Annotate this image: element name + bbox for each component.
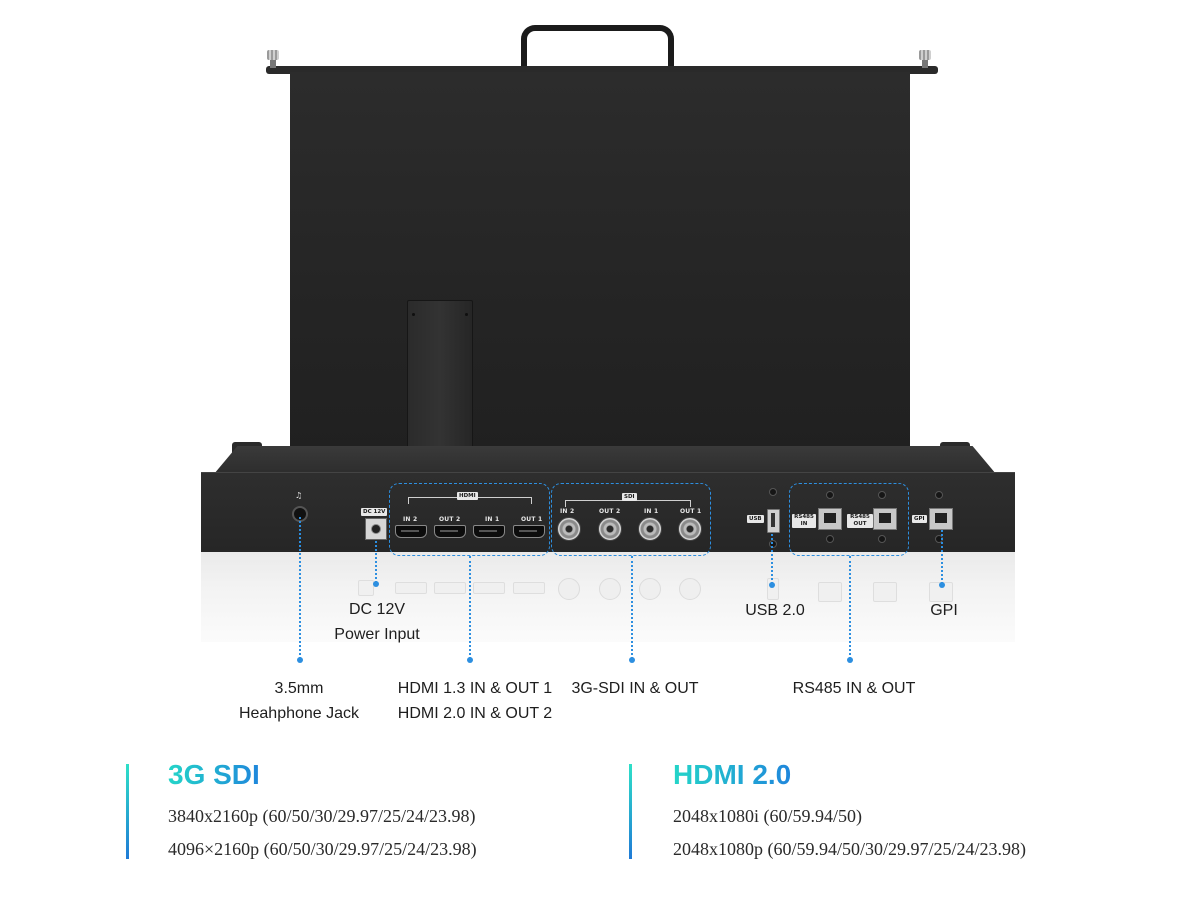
dc-power-caption: DC 12V Power Input [312, 597, 442, 647]
gpi-leader [941, 530, 943, 584]
spec-title: HDMI 2.0 [673, 759, 792, 790]
sdi-port-label: OUT 2 [599, 508, 621, 515]
usb-caption: USB 2.0 [725, 598, 825, 623]
caption-line: Heahphone Jack [238, 705, 360, 722]
headphone-icon: ♫ [295, 491, 303, 500]
caption-line: USB 2.0 [745, 602, 805, 619]
rs485-leader [849, 556, 851, 659]
caption-line: GPI [930, 602, 958, 619]
spec-title: 3G SDI [168, 759, 260, 790]
screw [769, 488, 777, 496]
usb-label: USB [747, 515, 764, 523]
caption-line: HDMI 2.0 IN & OUT 2 [397, 705, 553, 722]
caption-line: RS485 IN & OUT [792, 680, 916, 697]
dc-leader-dot [373, 581, 379, 587]
thumbscrew-right [918, 50, 932, 70]
hdmi-caption: HDMI 1.3 IN & OUT 1 HDMI 2.0 IN & OUT 2 [385, 676, 565, 726]
sdi-leader-dot [629, 657, 635, 663]
rs485-leader-dot [847, 657, 853, 663]
caption-line: Power Input [334, 626, 420, 643]
hdmi-port-label: OUT 1 [521, 516, 543, 523]
sdi-out2-bnc [598, 517, 622, 541]
rear-io-plate: ♫ DC 12V HDMI IN 2 OUT 2 IN 1 OUT 1 SDI … [201, 472, 1015, 553]
hdmi-port-label: OUT 2 [439, 516, 461, 523]
sdi-in2-bnc [557, 517, 581, 541]
spec-accent-bar [629, 764, 632, 859]
screw [878, 535, 886, 543]
carry-handle [521, 25, 674, 73]
headphone-leader [299, 517, 301, 659]
headphone-leader-dot [297, 657, 303, 663]
sdi-port-label: IN 2 [560, 508, 575, 515]
hdmi-port-label: IN 2 [403, 516, 418, 523]
rs485-in-label: RS485 IN [792, 514, 816, 528]
rs485-caption: RS485 IN & OUT [774, 676, 934, 701]
hdmi-in2-port [395, 525, 427, 538]
spec-line: 4096×2160p (60/50/30/29.97/25/24/23.98) [168, 839, 477, 859]
hdmi-leader [469, 556, 471, 659]
caption-line: DC 12V [348, 601, 406, 618]
sdi-out1-bnc [678, 517, 702, 541]
thumbscrew-left [266, 50, 280, 70]
spec-line: 2048x1080p (60/59.94/50/30/29.97/25/24/2… [673, 839, 1026, 859]
sdi-highlight [551, 483, 711, 556]
screw [769, 540, 777, 548]
hdmi-highlight [389, 483, 550, 556]
top-rail [266, 66, 938, 74]
sdi-port-label: IN 1 [644, 508, 659, 515]
dc-label: DC 12V [361, 508, 388, 516]
rs485-out-port [873, 508, 897, 530]
sdi-leader [631, 556, 633, 659]
hdmi-port-label: IN 1 [485, 516, 500, 523]
caption-line: HDMI 1.3 IN & OUT 1 [397, 680, 553, 697]
screw [935, 491, 943, 499]
usb-leader [771, 534, 773, 584]
gpi-leader-dot [939, 582, 945, 588]
rs485-highlight [789, 483, 909, 556]
screw [826, 535, 834, 543]
sdi-in1-bnc [638, 517, 662, 541]
monitor-rear-panel [290, 72, 910, 458]
spec-accent-bar [126, 764, 129, 859]
hdmi-out1-port [513, 525, 545, 538]
rs485-in-port [818, 508, 842, 530]
sdi-caption: 3G-SDI IN & OUT [555, 676, 715, 701]
dc-power-jack [365, 518, 387, 540]
spec-line: 2048x1080i (60/59.94/50) [673, 806, 862, 826]
rs485-out-label: RS485 OUT [847, 514, 873, 528]
hdmi-group-label: HDMI [457, 492, 478, 500]
screw [878, 491, 886, 499]
hdmi-in1-port [473, 525, 505, 538]
caption-line: 3.5mm [274, 680, 324, 697]
caption-line: 3G-SDI IN & OUT [571, 680, 699, 697]
floor-reflection [201, 552, 1015, 642]
chassis-top [214, 446, 996, 474]
spec-line: 3840x2160p (60/50/30/29.97/25/24/23.98) [168, 806, 476, 826]
usb-port [767, 509, 780, 533]
screw [826, 491, 834, 499]
hdmi-out2-port [434, 525, 466, 538]
gpi-port [929, 508, 953, 530]
gpi-label: GPI [912, 515, 927, 523]
hdmi-leader-dot [467, 657, 473, 663]
sdi-group-label: SDI [622, 493, 637, 501]
usb-leader-dot [769, 582, 775, 588]
headphone-caption: 3.5mm Heahphone Jack [219, 676, 379, 726]
gpi-caption: GPI [914, 598, 974, 623]
monitor-hinge-bracket [407, 300, 473, 464]
sdi-port-label: OUT 1 [680, 508, 702, 515]
dc-leader [375, 541, 377, 583]
